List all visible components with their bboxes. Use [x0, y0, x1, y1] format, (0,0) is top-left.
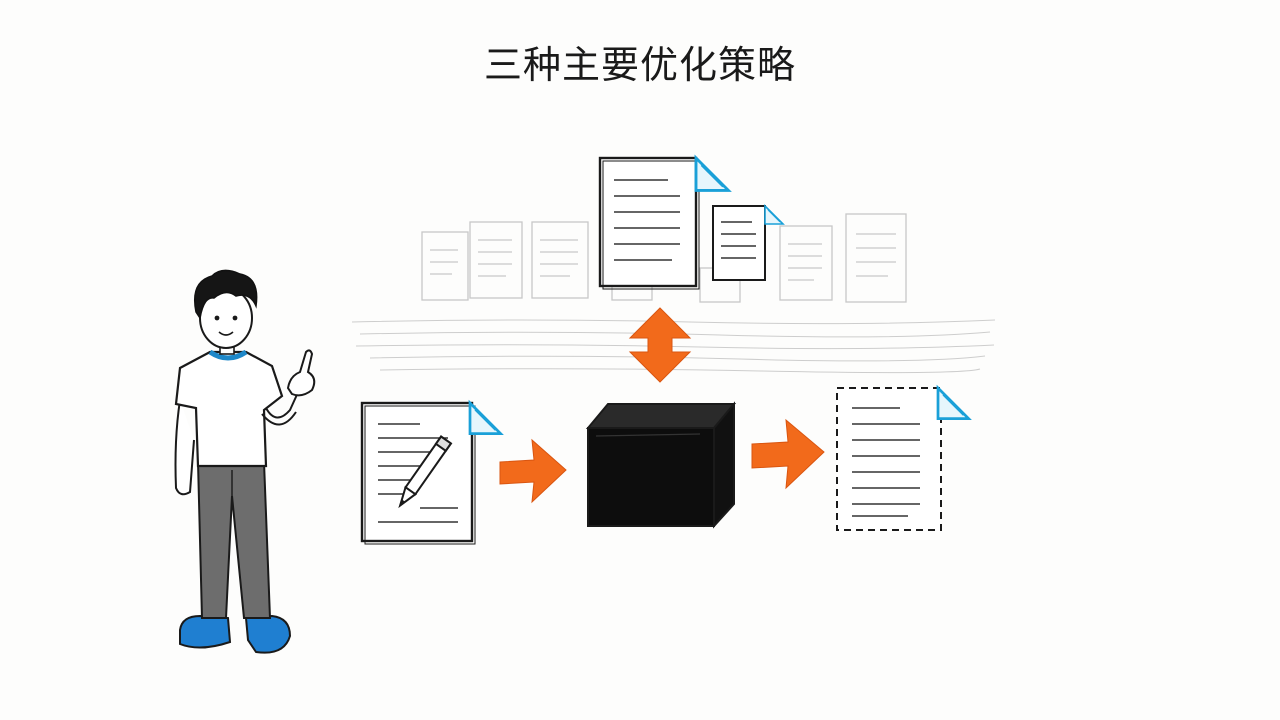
retrieved-document-small-icon — [712, 205, 784, 281]
right-arrow-icon — [751, 418, 825, 490]
vertical-double-arrow-icon — [628, 307, 692, 383]
dashed-output-document-icon — [836, 386, 970, 531]
diagram-title: 三种主要优化策略 — [483, 43, 796, 87]
person-pointing-icon — [174, 269, 316, 654]
retrieved-document-icon — [598, 156, 730, 290]
document-with-pencil-icon — [360, 401, 502, 545]
right-arrow-icon — [499, 438, 567, 504]
faded-document-library-icon — [351, 213, 996, 374]
pencil-icon — [398, 435, 453, 509]
black-box-icon — [585, 401, 737, 529]
